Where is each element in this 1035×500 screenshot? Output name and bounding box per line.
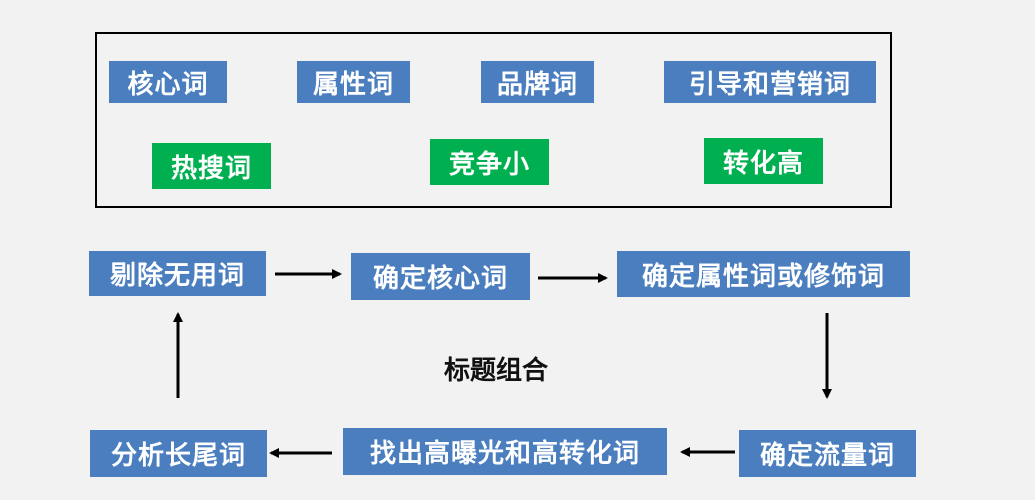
- flow-step-long-tail: 分析长尾词: [90, 430, 267, 477]
- keyword-core: 核心词: [109, 61, 227, 103]
- flow-step-remove-useless: 剔除无用词: [89, 251, 266, 296]
- title-combination-label: 标题组合: [444, 356, 549, 386]
- flow-step-attribute-words: 确定属性词或修饰词: [617, 251, 910, 297]
- flow-step-traffic-words: 确定流量词: [739, 430, 916, 477]
- keyword-hot-search: 热搜词: [152, 143, 271, 189]
- keyword-low-competition: 竞争小: [430, 139, 549, 185]
- keyword-guide-marketing: 引导和营销词: [664, 61, 876, 103]
- flow-step-core-words: 确定核心词: [351, 253, 530, 300]
- keyword-brand: 品牌词: [481, 61, 594, 103]
- keyword-high-conversion: 转化高: [704, 138, 823, 184]
- keyword-attribute: 属性词: [297, 61, 410, 103]
- flow-step-high-exposure: 找出高曝光和高转化词: [343, 428, 667, 475]
